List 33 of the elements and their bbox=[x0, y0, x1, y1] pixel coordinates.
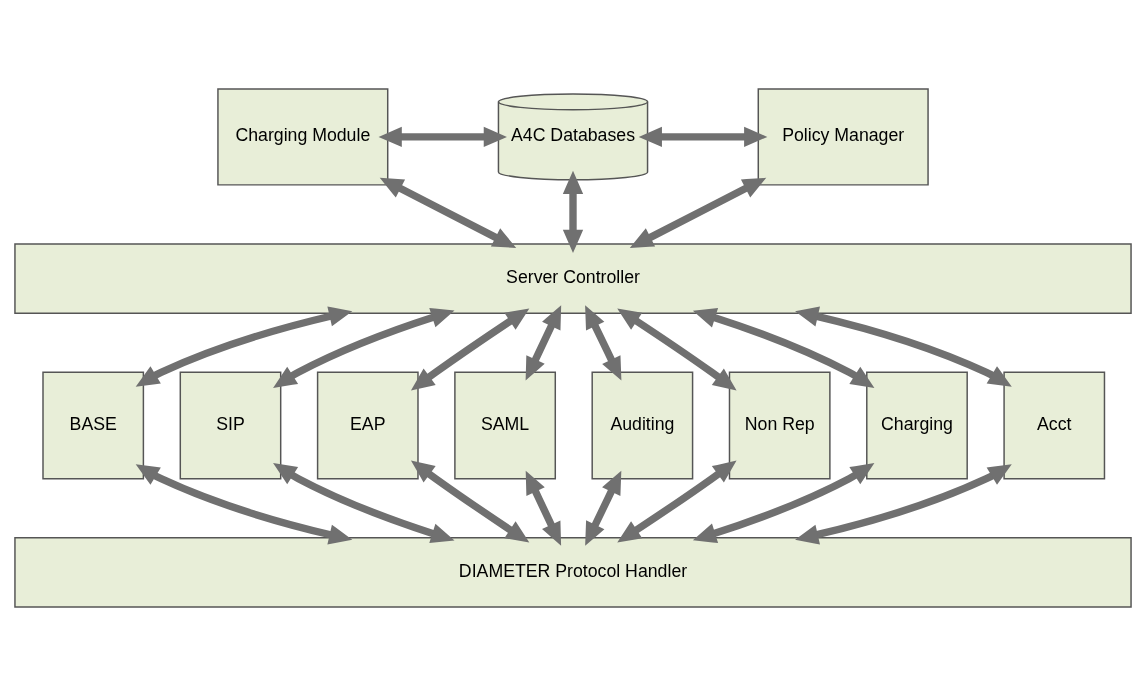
arrow bbox=[273, 462, 455, 543]
node-box: Acct bbox=[1003, 371, 1106, 479]
node-box: DIAMETER Protocol Handler bbox=[14, 536, 1132, 608]
node-box: Non Rep bbox=[728, 371, 831, 479]
node-box: Auditing bbox=[591, 371, 694, 479]
arrow bbox=[585, 470, 622, 546]
arrow bbox=[273, 307, 455, 388]
arrow bbox=[410, 307, 530, 390]
node-box: SAML bbox=[454, 371, 556, 479]
node-box: Charging Module bbox=[217, 87, 389, 186]
arrow bbox=[638, 126, 768, 147]
arrow bbox=[617, 460, 737, 543]
node-box: BASE bbox=[42, 371, 145, 479]
arrow bbox=[617, 307, 737, 390]
node-box: Charging bbox=[866, 371, 968, 479]
arrow bbox=[410, 460, 530, 543]
node-box: SIP bbox=[179, 371, 282, 479]
arrow bbox=[795, 306, 1012, 387]
arrow bbox=[135, 463, 353, 544]
arrow bbox=[135, 306, 353, 387]
arrow bbox=[525, 470, 562, 546]
arrow bbox=[692, 462, 875, 543]
arrow bbox=[629, 177, 767, 248]
arrow bbox=[379, 177, 517, 248]
node-box: Server Controller bbox=[14, 242, 1132, 314]
arrow bbox=[562, 170, 584, 253]
arrow bbox=[585, 304, 622, 380]
arrow bbox=[525, 304, 562, 381]
arrow bbox=[795, 463, 1012, 544]
arrow bbox=[378, 126, 507, 147]
node-box: EAP bbox=[316, 371, 419, 479]
node-box: Policy Manager bbox=[757, 87, 929, 186]
arrow bbox=[692, 307, 875, 388]
